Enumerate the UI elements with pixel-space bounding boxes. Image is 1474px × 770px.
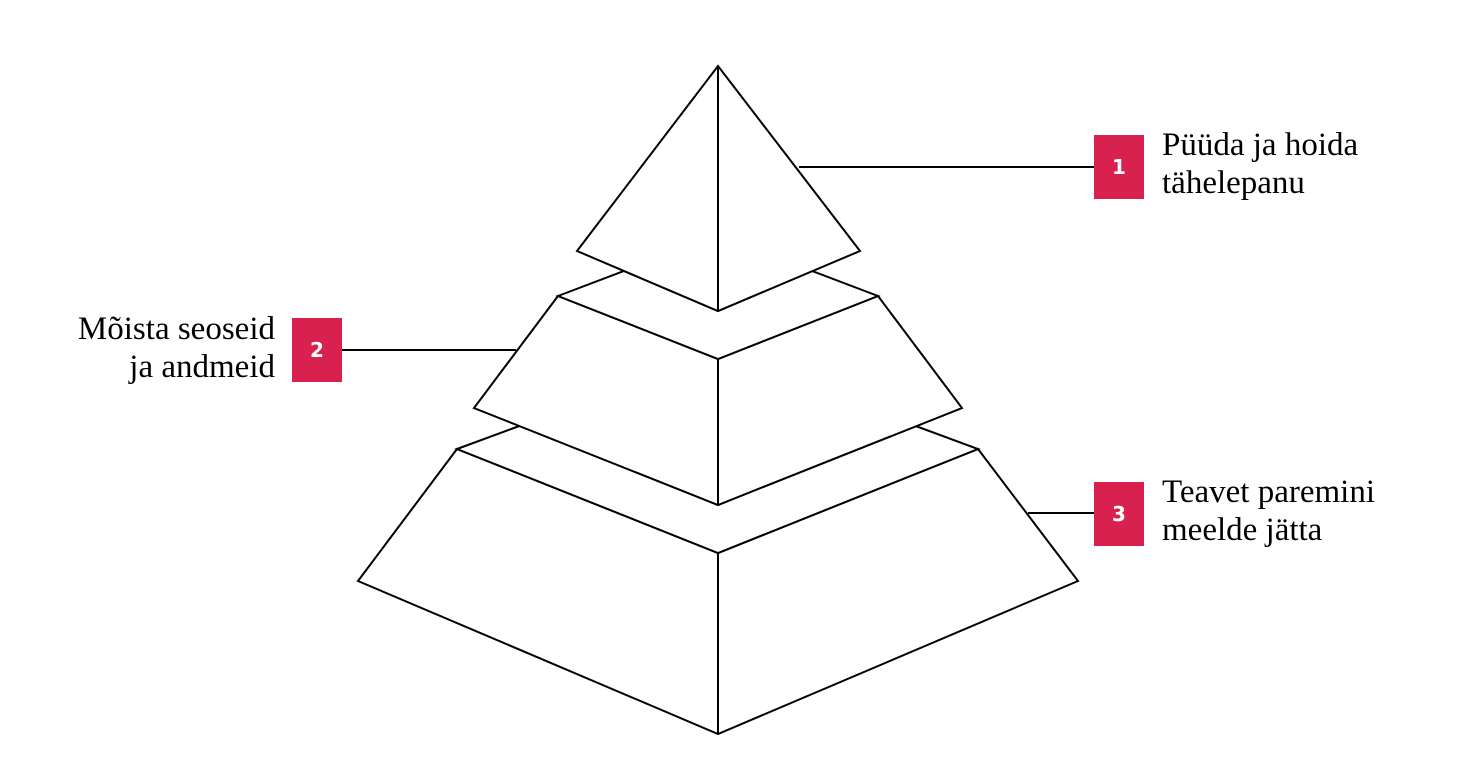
level-1-number: 1 [1112,155,1126,179]
level-1-label-line2: tähelepanu [1162,165,1305,201]
level-2-label-line2: ja andmeid [129,349,275,385]
level-1-label: Püüda ja hoida tähelepanu [1162,126,1358,202]
level-3-badge: 3 [1094,482,1144,546]
level-2-label-line1: Mõista seoseid [77,311,275,347]
level-3-label: Teavet paremini meelde jätta [1162,473,1375,549]
level-2-label: Mõista seoseid ja andmeid [78,310,275,386]
level-2-badge: 2 [292,318,342,382]
level-1-badge: 1 [1094,135,1144,199]
level-3-label-line1: Teavet paremini [1162,474,1376,510]
level-2-number: 2 [310,338,324,362]
level-3-label-line2: meelde jätta [1162,512,1323,548]
level-1-label-line1: Püüda ja hoida [1162,127,1359,163]
level-3-number: 3 [1112,502,1126,526]
